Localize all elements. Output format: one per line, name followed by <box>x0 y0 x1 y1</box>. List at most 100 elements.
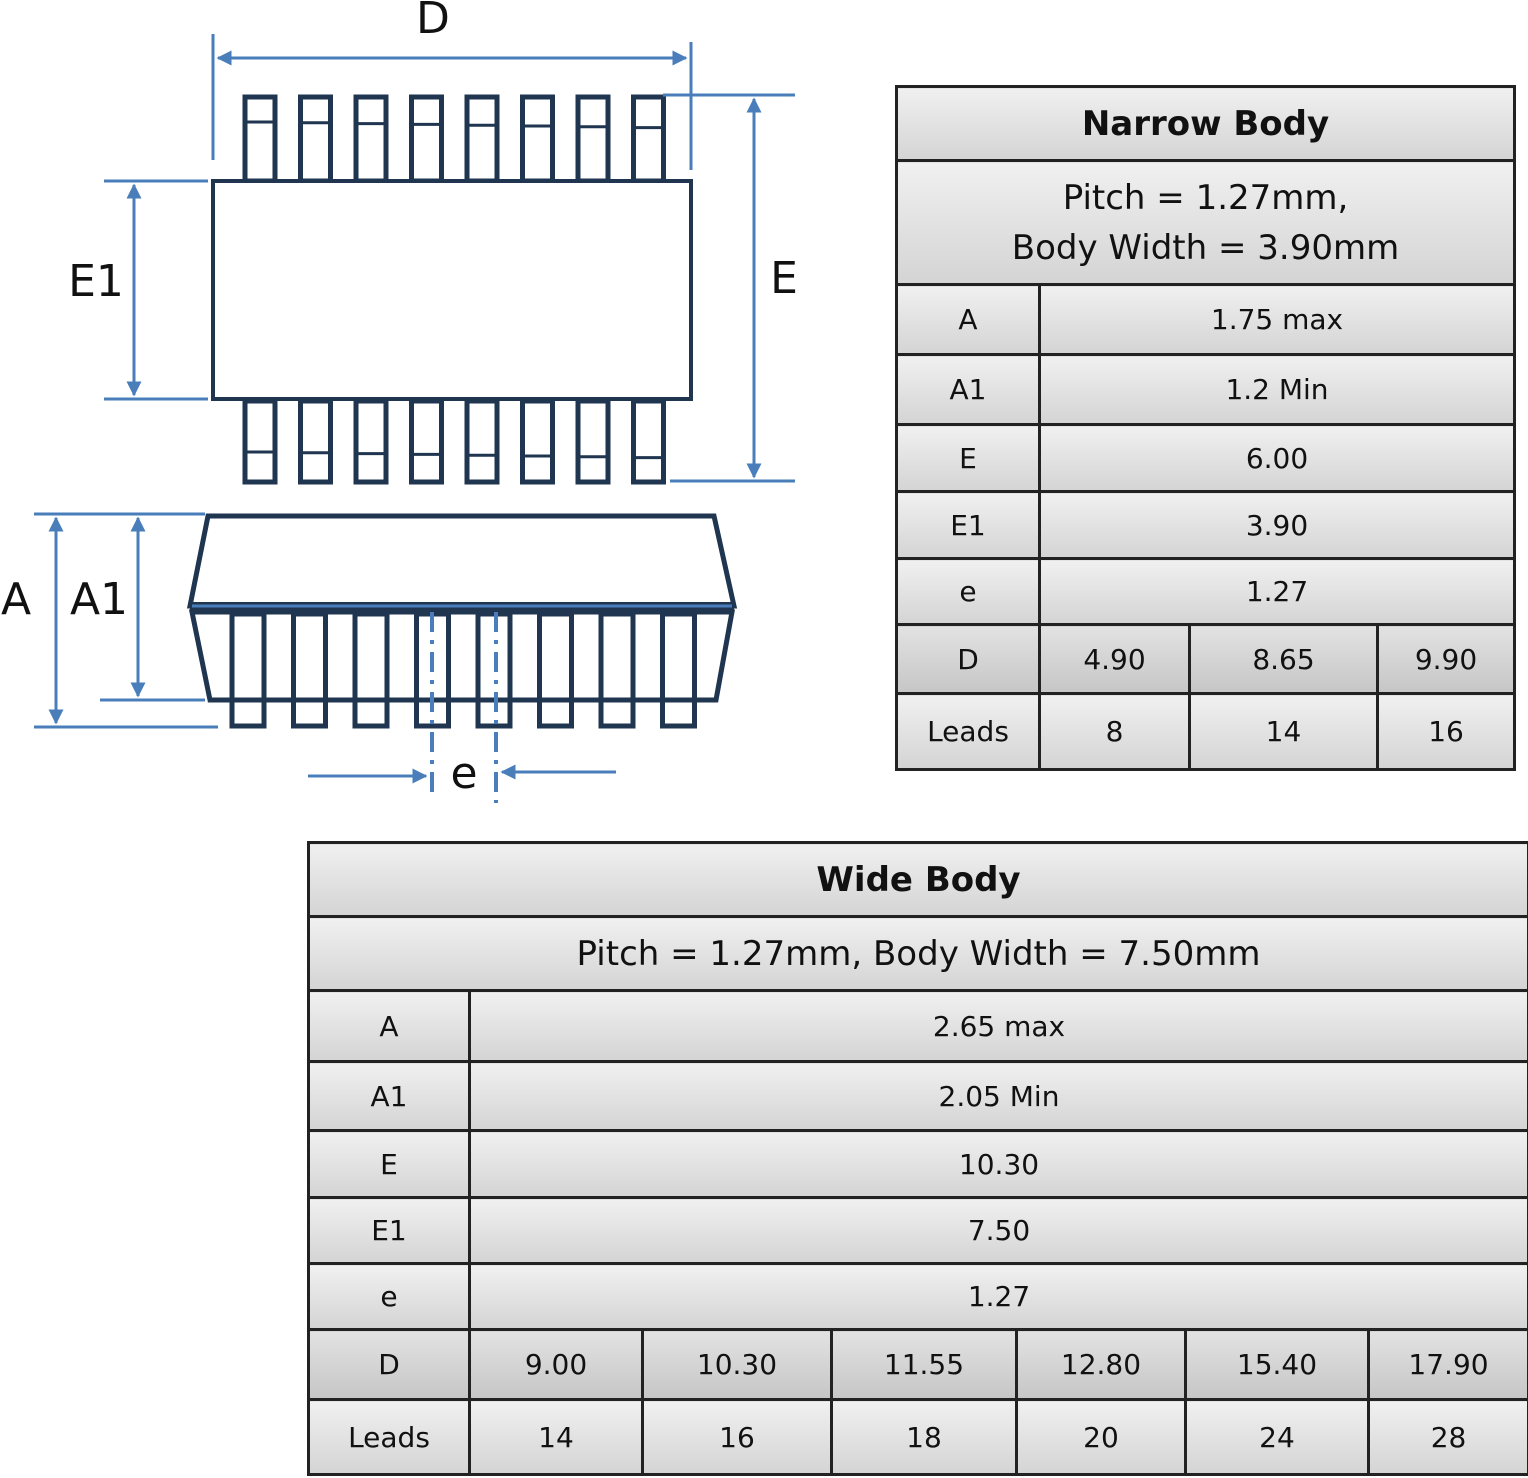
side-view-lower-body <box>188 609 735 703</box>
wide-body-table: Wide Body Pitch = 1.27mm, Body Width = 7… <box>306 841 1528 1476</box>
side-view-pins <box>229 611 697 729</box>
pin <box>631 94 666 184</box>
narrow-body-table: Narrow Body Pitch = 1.27mm, Body Width = … <box>894 85 1517 771</box>
narrow-title: Narrow Body <box>894 85 1517 162</box>
leads-value: 18 <box>830 1398 1018 1476</box>
narrow-subtitle-line2: Body Width = 3.90mm <box>1011 227 1400 268</box>
dimension-e <box>663 93 795 483</box>
label-e: E <box>770 253 798 304</box>
leads-value: 16 <box>1375 692 1517 771</box>
pin <box>464 398 500 485</box>
narrow-subtitle-line1: Pitch = 1.27mm, <box>1062 177 1349 218</box>
param-label: e <box>307 1262 471 1331</box>
param-value: 2.65 max <box>467 989 1528 1063</box>
d-value: 11.55 <box>830 1328 1018 1401</box>
d-value: 8.65 <box>1188 623 1379 695</box>
param-label: Leads <box>895 692 1041 771</box>
pin <box>575 94 611 184</box>
leads-value: 16 <box>641 1398 833 1476</box>
param-value: 3.90 <box>1037 490 1517 560</box>
leads-value: 14 <box>468 1398 644 1476</box>
wide-row-leads: Leads 14 16 18 20 24 28 <box>307 1398 1528 1476</box>
param-label: E <box>307 1129 471 1199</box>
leads-value: 8 <box>1038 692 1191 771</box>
param-label: D <box>307 1328 471 1401</box>
pin <box>520 398 555 485</box>
param-label: E <box>895 423 1041 493</box>
param-label: E1 <box>895 490 1041 560</box>
pin <box>298 398 333 485</box>
leads-value: 24 <box>1184 1398 1370 1476</box>
wide-subtitle: Pitch = 1.27mm, Body Width = 7.50mm <box>306 915 1528 992</box>
narrow-subtitle: Pitch = 1.27mm, Body Width = 3.90mm <box>894 159 1517 286</box>
side-pin <box>660 611 697 729</box>
pin <box>631 398 666 485</box>
side-pin <box>537 611 574 729</box>
d-value: 9.00 <box>468 1328 644 1401</box>
leads-value: 14 <box>1188 692 1379 771</box>
package-diagram: D E1 E A A1 e <box>1 0 798 803</box>
d-value: 10.30 <box>641 1328 833 1401</box>
leads-value: 20 <box>1015 1398 1187 1476</box>
pin <box>242 94 278 184</box>
pin <box>409 398 444 485</box>
pin <box>520 94 555 184</box>
param-value: 1.75 max <box>1037 283 1517 356</box>
side-view-body <box>186 513 738 609</box>
side-pin <box>352 611 390 729</box>
param-label: D <box>895 623 1041 695</box>
d-value: 15.40 <box>1184 1328 1370 1401</box>
param-label: A <box>307 989 471 1063</box>
pin <box>353 398 389 485</box>
label-e-pitch: e <box>450 748 477 799</box>
top-view-upper-pins <box>242 94 666 184</box>
d-value: 4.90 <box>1038 623 1191 695</box>
pin <box>575 398 611 485</box>
param-value: 1.27 <box>1037 557 1517 626</box>
side-pin <box>229 611 267 729</box>
narrow-row-d: D 4.90 8.65 9.90 <box>895 623 1517 695</box>
param-value: 1.27 <box>467 1262 1528 1331</box>
wide-row-d: D 9.00 10.30 11.55 12.80 15.40 17.90 <box>307 1328 1528 1401</box>
param-value: 2.05 Min <box>467 1060 1528 1132</box>
narrow-row-leads: Leads 8 14 16 <box>895 692 1517 771</box>
label-a1: A1 <box>70 574 128 625</box>
dimension-pitch-e <box>308 612 616 803</box>
param-label: E1 <box>307 1196 471 1265</box>
dimension-d <box>211 34 693 170</box>
pin <box>464 94 500 184</box>
dimension-e1 <box>104 179 208 401</box>
pin <box>409 94 444 184</box>
param-value: 10.30 <box>467 1129 1528 1199</box>
label-a: A <box>1 574 31 625</box>
pin <box>298 94 333 184</box>
label-d: D <box>416 0 450 44</box>
param-label: A <box>895 283 1041 356</box>
leads-value: 28 <box>1366 1398 1528 1476</box>
top-view-body <box>211 179 693 401</box>
side-pin <box>291 611 328 729</box>
param-label: A1 <box>895 353 1041 426</box>
dimension-a1 <box>100 516 205 702</box>
pin <box>242 398 278 485</box>
side-pin <box>598 611 636 729</box>
top-view-lower-pins <box>242 398 666 485</box>
param-value: 7.50 <box>467 1196 1528 1265</box>
label-e1: E1 <box>68 256 124 307</box>
param-value: 6.00 <box>1037 423 1517 493</box>
d-value: 9.90 <box>1375 623 1517 695</box>
d-value: 17.90 <box>1366 1328 1528 1401</box>
d-value: 12.80 <box>1015 1328 1187 1401</box>
param-label: A1 <box>307 1060 471 1132</box>
param-label: e <box>895 557 1041 626</box>
param-value: 1.2 Min <box>1037 353 1517 426</box>
